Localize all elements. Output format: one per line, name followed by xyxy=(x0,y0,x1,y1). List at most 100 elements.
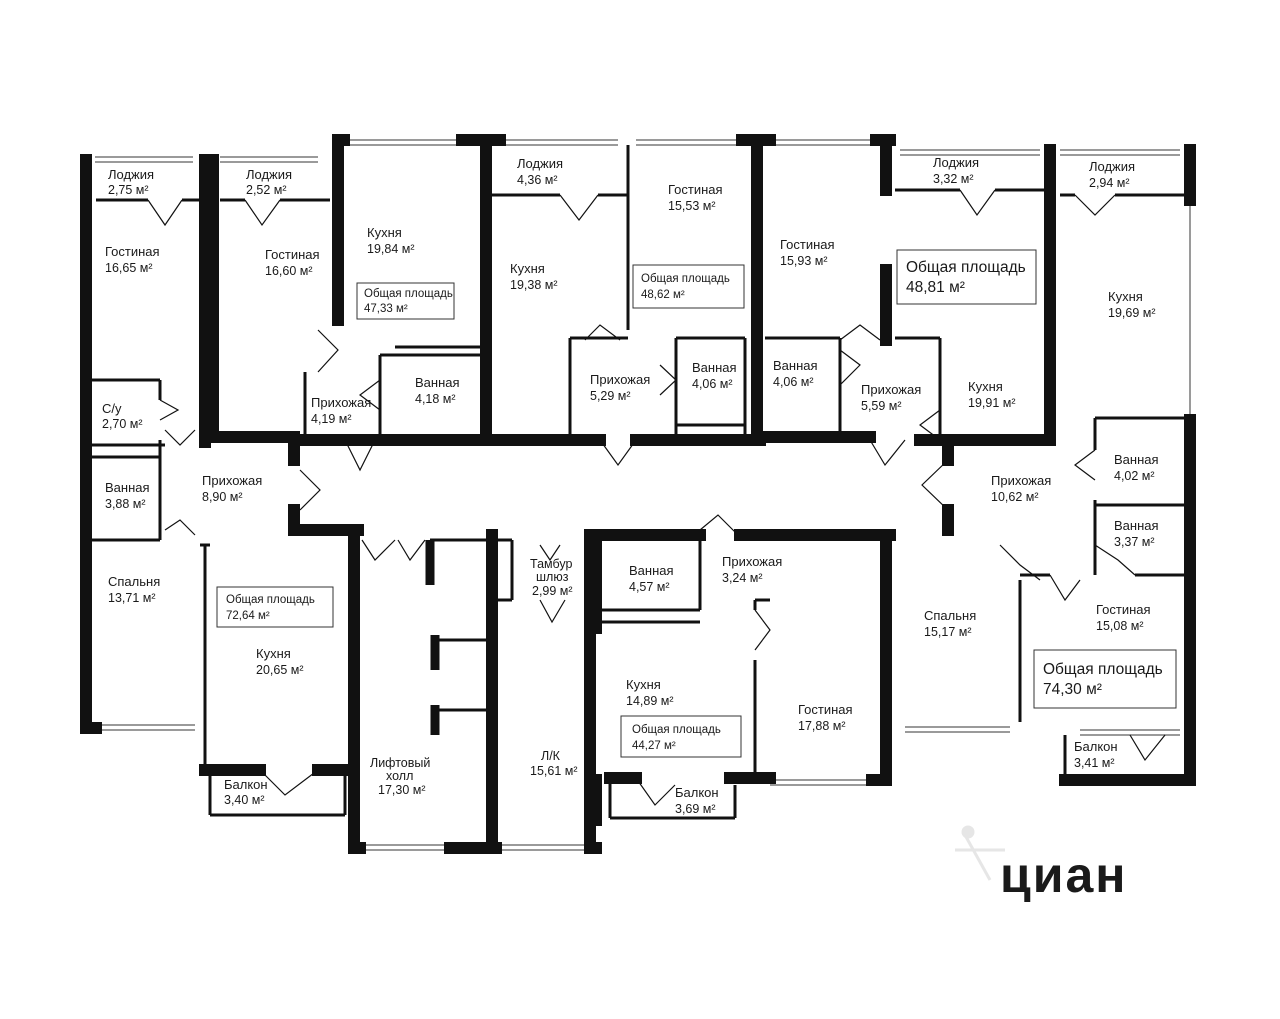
room-name: Лоджия xyxy=(933,155,979,170)
door-icon xyxy=(584,324,621,341)
door-icon xyxy=(164,429,196,446)
door-icon xyxy=(1074,194,1116,216)
room-area: 2,75 м² xyxy=(108,183,149,197)
total-area: 74,30 м² xyxy=(1043,681,1102,698)
room-name: Гостиная xyxy=(668,182,723,197)
door-icon xyxy=(869,439,906,467)
door-icon xyxy=(164,519,196,536)
door-icon xyxy=(1049,574,1081,602)
room-name: Прихожая xyxy=(202,473,262,488)
door-icon xyxy=(699,514,739,536)
lift-shaft-walls xyxy=(425,540,440,735)
watermark-text: циан xyxy=(1000,847,1127,903)
room-area: 15,17 м² xyxy=(924,625,972,639)
total-area-boxes xyxy=(216,249,1177,758)
room-name: Л/К xyxy=(541,749,561,763)
total-area: 47,33 м² xyxy=(364,303,408,315)
total-label: Общая площадь xyxy=(632,724,721,736)
door-icon xyxy=(539,544,561,562)
room-name: холл xyxy=(386,769,413,783)
room-area: 16,60 м² xyxy=(265,264,313,278)
room-name: Кухня xyxy=(367,225,402,240)
room-name: Кухня xyxy=(510,261,545,276)
total-area: 44,27 м² xyxy=(632,740,676,752)
room-area: 3,24 м² xyxy=(722,571,763,585)
room-labels: Лоджия 2,75 м² Гостиная 16,65 м² С/у 2,7… xyxy=(102,155,1163,816)
room-name: Кухня xyxy=(626,677,661,692)
total-label: Общая площадь xyxy=(226,594,315,606)
door-icon xyxy=(147,199,183,227)
room-name: Кухня xyxy=(1108,289,1143,304)
total-box-a4 xyxy=(896,249,1037,305)
room-name: Лифтовый xyxy=(370,756,430,770)
total-box-a5 xyxy=(1033,649,1177,709)
room-name: Лоджия xyxy=(1089,159,1135,174)
door-icon xyxy=(1129,734,1166,762)
total-label: Общая площадь xyxy=(641,273,730,285)
room-area: 19,38 м² xyxy=(510,278,558,292)
room-area: 15,61 м² xyxy=(530,764,578,778)
door-icon xyxy=(1094,544,1136,576)
room-name: Кухня xyxy=(256,646,291,661)
total-box-a3 xyxy=(632,264,745,309)
room-name: Кухня xyxy=(968,379,1003,394)
room-area: 2,99 м² xyxy=(532,584,573,598)
room-name: Ванная xyxy=(1114,518,1159,533)
total-label: Общая площадь xyxy=(1043,661,1163,678)
room-area: 3,69 м² xyxy=(675,802,716,816)
room-area: 17,88 м² xyxy=(798,719,846,733)
room-area: 19,91 м² xyxy=(968,396,1016,410)
total-area: 72,64 м² xyxy=(226,610,270,622)
door-icon xyxy=(959,189,996,217)
watermark: циан xyxy=(955,825,1127,903)
room-name: Спальня xyxy=(108,574,160,589)
room-name: Ванная xyxy=(415,375,460,390)
room-name: Ванная xyxy=(1114,452,1159,467)
door-icon xyxy=(839,349,861,386)
room-area: 4,06 м² xyxy=(773,375,814,389)
room-area: 3,41 м² xyxy=(1074,756,1115,770)
room-name: Гостиная xyxy=(105,244,160,259)
door-icon xyxy=(599,439,637,467)
door-icon xyxy=(259,769,319,796)
total-label: Общая площадь xyxy=(364,288,453,300)
partitions xyxy=(92,145,1185,820)
walls xyxy=(80,134,1196,854)
room-name: С/у xyxy=(102,401,122,416)
room-name: Гостиная xyxy=(1096,602,1151,617)
room-name: Гостиная xyxy=(798,702,853,717)
room-name: Прихожая xyxy=(991,473,1051,488)
room-area: 4,36 м² xyxy=(517,173,558,187)
room-name: Лоджия xyxy=(517,156,563,171)
door-icon xyxy=(361,539,396,561)
room-name: Прихожая xyxy=(722,554,782,569)
door-icon xyxy=(317,329,339,373)
room-name: Балкон xyxy=(675,785,719,800)
total-label: Общая площадь xyxy=(906,259,1026,276)
cian-logo-icon xyxy=(955,825,1005,881)
room-name: Прихожая xyxy=(590,372,650,387)
room-name: Прихожая xyxy=(861,382,921,397)
room-area: 19,84 м² xyxy=(367,242,415,256)
doors xyxy=(147,189,1166,806)
room-name: Ванная xyxy=(692,360,737,375)
room-area: 4,19 м² xyxy=(311,412,352,426)
door-icon xyxy=(921,459,949,511)
windows xyxy=(95,139,1191,851)
door-icon xyxy=(754,609,771,651)
room-area: 3,37 м² xyxy=(1114,535,1155,549)
room-area: 4,18 м² xyxy=(415,392,456,406)
room-area: 8,90 м² xyxy=(202,490,243,504)
door-icon xyxy=(635,777,676,806)
room-name: Ванная xyxy=(773,358,818,373)
room-name: Балкон xyxy=(224,777,268,792)
door-icon xyxy=(299,469,321,511)
total-area: 48,81 м² xyxy=(906,279,965,296)
room-name: Гостиная xyxy=(265,247,320,262)
room-area: 2,52 м² xyxy=(246,183,287,197)
total-box-a1 xyxy=(216,586,334,628)
room-area: 3,88 м² xyxy=(105,497,146,511)
door-icon xyxy=(159,399,180,421)
room-name: Балкон xyxy=(1074,739,1118,754)
room-area: 10,62 м² xyxy=(991,490,1039,504)
